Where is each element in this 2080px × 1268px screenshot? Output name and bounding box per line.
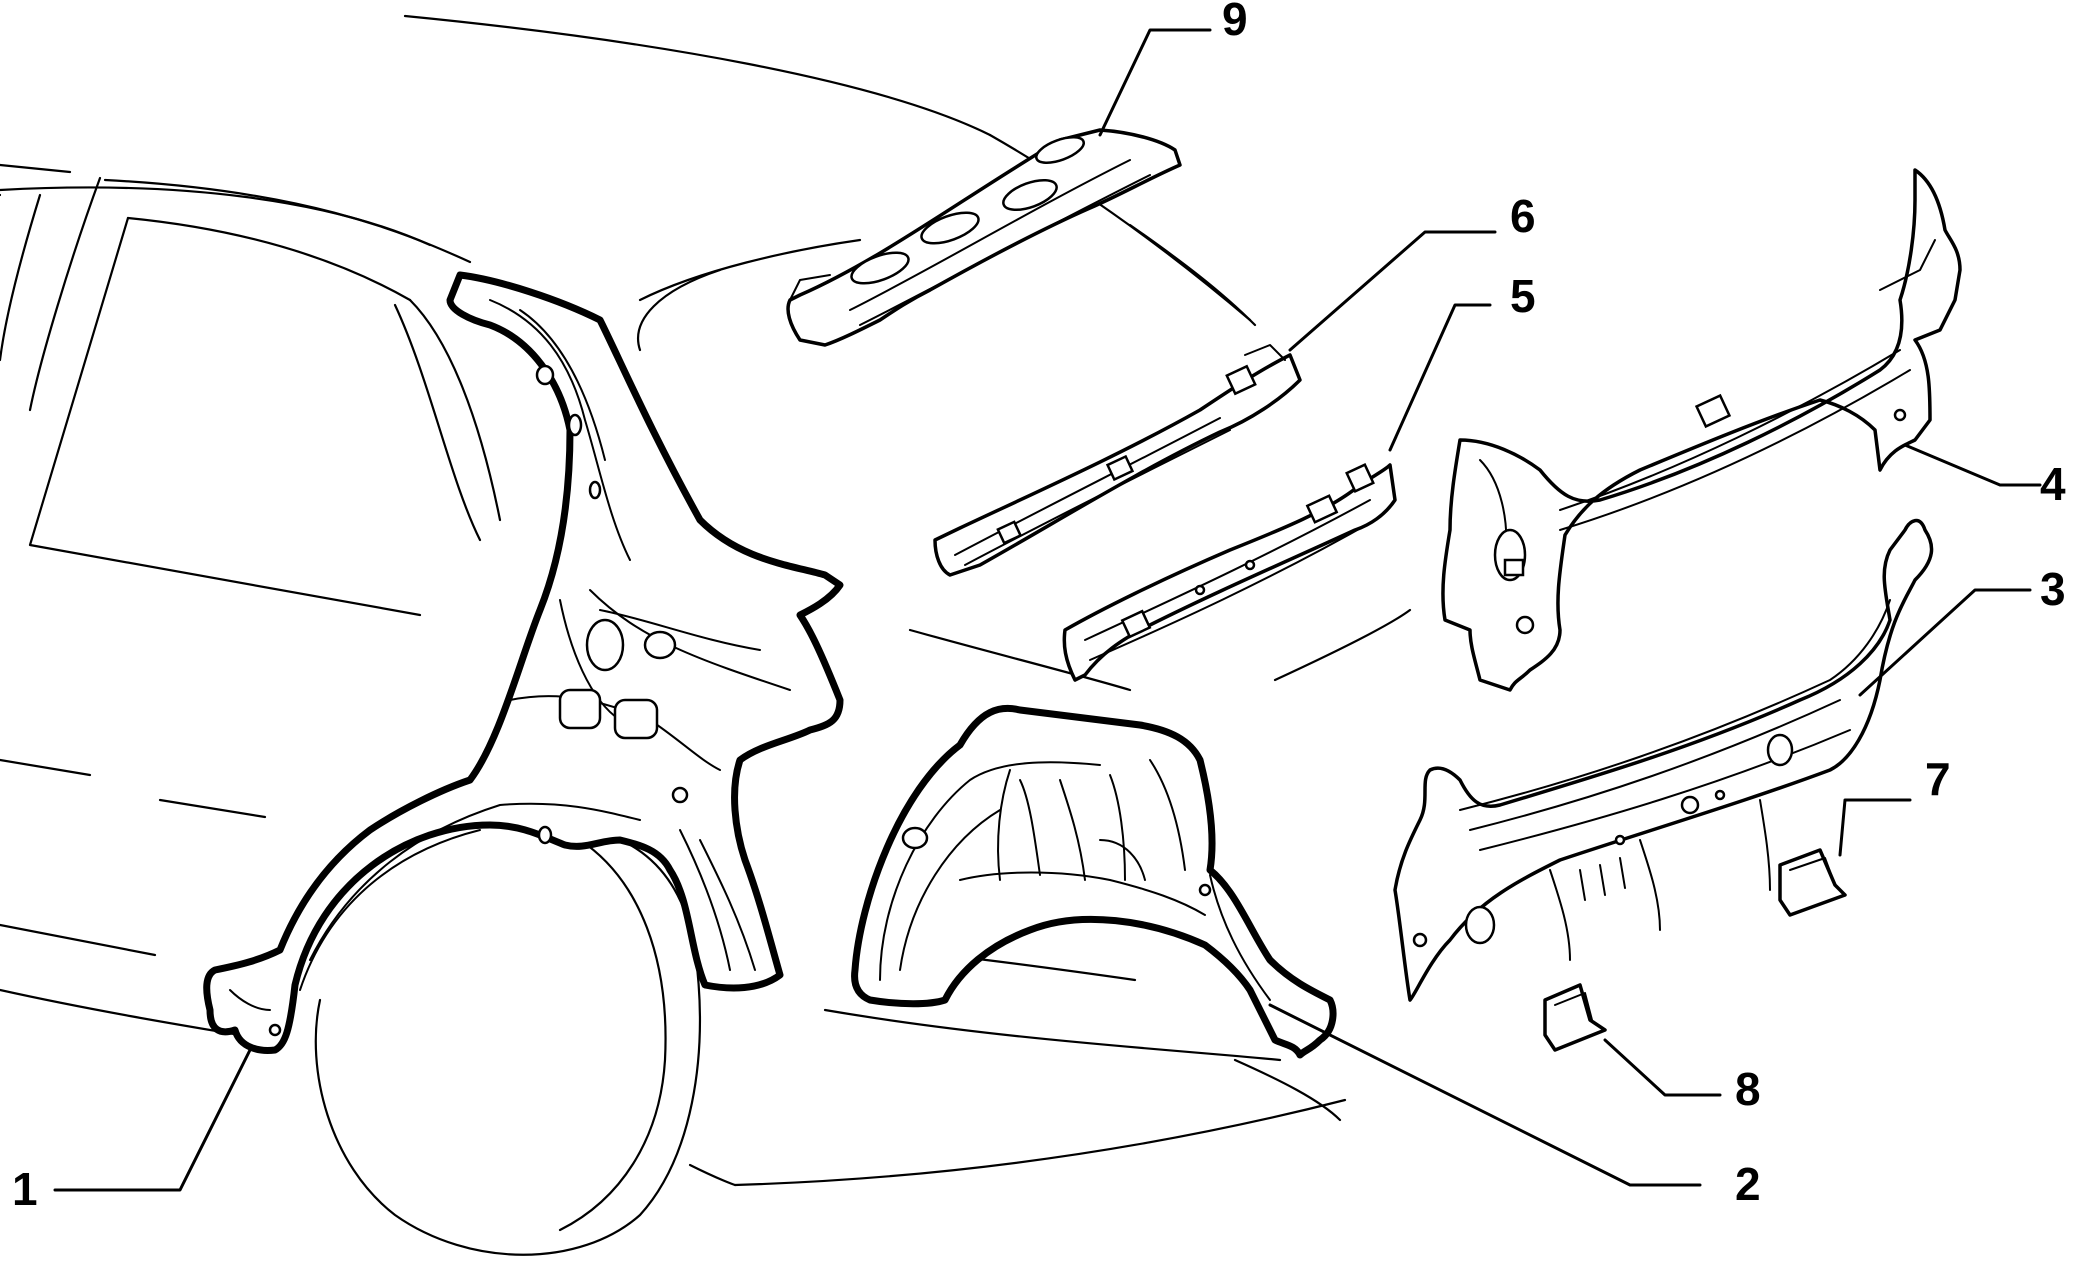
callout-labels: 1 2 3 4 5 6 7 8 9 [12, 0, 2066, 1215]
part-6-upper-crossmember [933, 344, 1302, 577]
callout-1: 1 [12, 1163, 38, 1215]
part-1-side-panel [203, 271, 844, 1054]
part-3-rear-panel [1393, 518, 1934, 1002]
car-body-outline [0, 14, 1412, 1256]
part-9-roof-crossmember [786, 128, 1182, 347]
callout-8: 8 [1735, 1063, 1761, 1115]
part-7-bracket [1778, 848, 1847, 917]
callout-2: 2 [1735, 1158, 1761, 1210]
callout-7: 7 [1925, 753, 1951, 805]
callout-3: 3 [2040, 563, 2066, 615]
callout-5: 5 [1510, 270, 1536, 322]
callout-6: 6 [1510, 190, 1536, 242]
part-2-wheel-arch [851, 704, 1337, 1059]
part-4-rear-upper-panel [1441, 168, 1962, 692]
callout-9: 9 [1222, 0, 1248, 45]
leader-lines [53, 28, 2042, 1192]
part-8-bracket [1543, 983, 1607, 1052]
part-5-middle-crossmember [1062, 463, 1397, 682]
callout-4: 4 [2040, 458, 2066, 510]
